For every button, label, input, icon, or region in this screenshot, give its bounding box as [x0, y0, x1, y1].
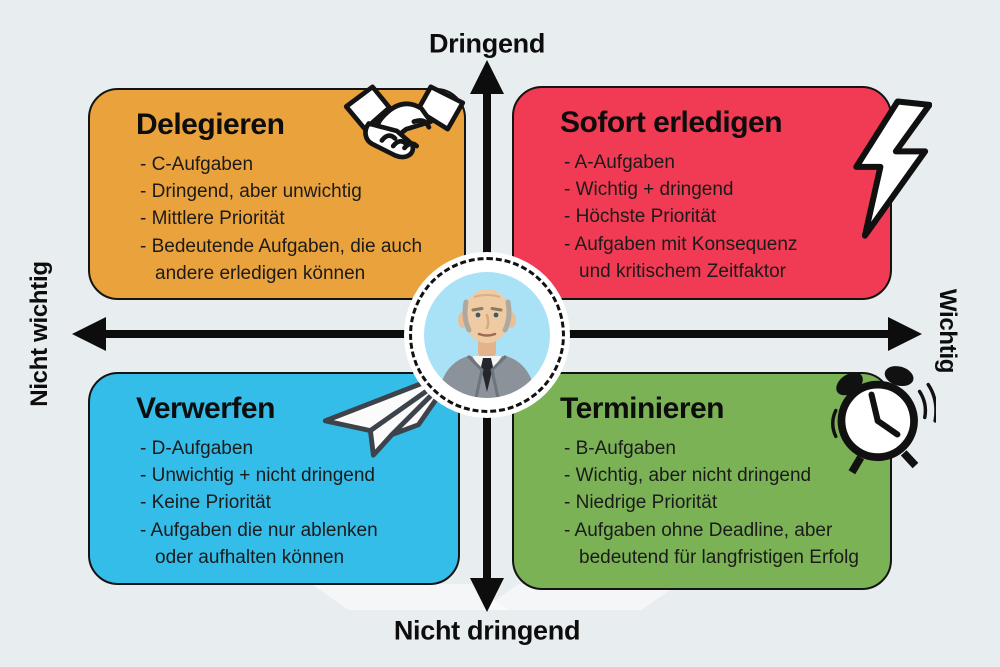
center-medallion — [404, 252, 570, 418]
alarm-clock-icon — [828, 356, 938, 484]
quadrant-terminieren: Terminieren - B-Aufgaben - Wichtig, aber… — [512, 366, 938, 590]
quadrant-item: - A-Aufgaben — [564, 151, 675, 173]
quadrant-item: - Aufgaben die nur ablenken oder aufhalt… — [140, 519, 378, 569]
quadrant-delegieren: Delegieren - C-Aufgaben - Dringend, aber… — [88, 84, 466, 300]
lightning-icon — [846, 90, 933, 248]
quadrant-item: - Dringend, aber unwichtig — [140, 180, 362, 202]
quadrant-title: Terminieren — [560, 392, 725, 425]
axis-label-wichtig: Wichtig — [934, 288, 961, 374]
quadrant-item: - D-Aufgaben — [140, 437, 254, 459]
quadrant-item: - Niedrige Priorität — [564, 492, 718, 514]
eisenhower-portrait — [424, 272, 550, 398]
quadrant-title: Verwerfen — [136, 392, 275, 425]
quadrant-item: - B-Aufgaben — [564, 437, 676, 459]
quadrant-item: - Unwichtig + nicht dringend — [140, 464, 375, 486]
quadrant-item: - Aufgaben mit Konsequenz und kritischem… — [564, 233, 798, 283]
background-streak — [311, 584, 509, 610]
quadrant-item: - Keine Priorität — [140, 492, 271, 514]
quadrant-title: Delegieren — [136, 108, 285, 141]
axis-label-nicht-wichtig: Nicht wichtig — [26, 261, 53, 407]
quadrant-item: - Aufgaben ohne Deadline, aber bedeutend… — [564, 519, 859, 569]
quadrant-item: - C-Aufgaben — [140, 153, 254, 175]
quadrant-item: - Höchste Priorität — [564, 206, 717, 228]
quadrant-item: - Wichtig, aber nicht dringend — [564, 464, 812, 486]
quadrant-sofort-erledigen: Sofort erledigen - A-Aufgaben - Wichtig … — [512, 86, 933, 300]
quadrant-item: - Wichtig + dringend — [564, 178, 734, 200]
quadrant-verwerfen: Verwerfen - D-Aufgaben - Unwichtig + nic… — [88, 367, 460, 585]
axis-label-nicht-dringend: Nicht dringend — [393, 615, 581, 646]
quadrant-title: Sofort erledigen — [560, 106, 783, 139]
quadrant-item: - Bedeutende Aufgaben, die auch andere e… — [140, 235, 423, 285]
quadrant-item: - Mittlere Priorität — [140, 208, 285, 230]
handshake-icon — [340, 84, 468, 178]
axis-label-dringend: Dringend — [428, 28, 546, 59]
